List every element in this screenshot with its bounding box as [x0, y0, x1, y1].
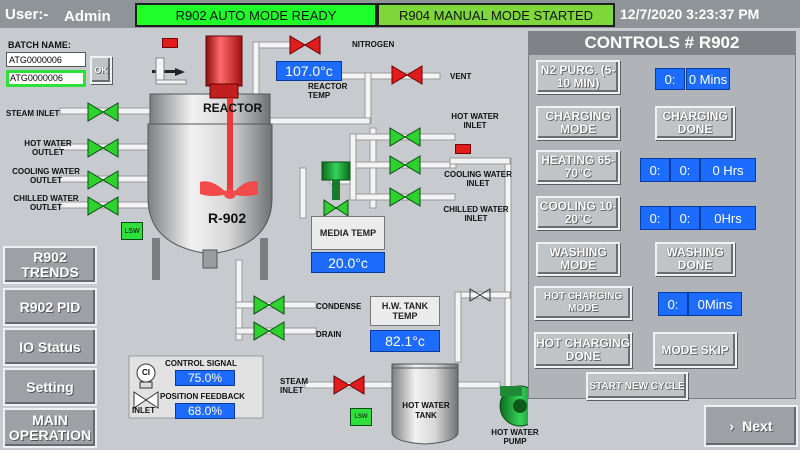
datetime: 12/7/2020 3:23:37 PM: [620, 6, 760, 22]
ci-label: CI: [142, 368, 150, 377]
batch-name-input[interactable]: ATG0000006: [6, 52, 86, 67]
hot-water-inlet-label: HOT WATER INLET: [451, 112, 499, 130]
alarm-tag: [455, 144, 471, 154]
batch-ok-button[interactable]: OK: [90, 56, 112, 84]
next-button[interactable]: › Next: [704, 405, 798, 447]
chilled-water-outlet-label: CHILLED WATER OUTLET: [13, 194, 79, 212]
cooling-timer-m: 0:: [670, 206, 700, 230]
control-signal-value: 75.0%: [175, 370, 235, 386]
hw-tank-temp-value: 82.1°c: [370, 330, 440, 352]
hot-charging-timer-min: 0:: [658, 292, 688, 316]
nav-setting[interactable]: Setting: [3, 368, 97, 406]
steam-inlet-left-label: STEAM INLET: [6, 109, 60, 118]
cooling-water-inlet-label: COOLING WATER INLET: [444, 170, 512, 188]
nav-main-operation[interactable]: MAIN OPERATION: [3, 408, 97, 448]
next-label: Next: [742, 417, 773, 434]
charging-mode-button[interactable]: CHARGING MODE: [536, 106, 620, 140]
steam-inlet-bottom-label: STEAM INLET: [280, 377, 308, 395]
lsw-indicator-reactor: LSW: [121, 222, 143, 240]
condensate-label: CONDENSE: [316, 302, 362, 311]
nav-r902-trends[interactable]: R902 TRENDS: [3, 246, 97, 284]
heating-button[interactable]: HEATING 65-70°C: [536, 150, 620, 184]
position-feedback-label: POSITION FEEDBACK: [160, 392, 245, 401]
control-signal-label: CONTROL SIGNAL: [165, 359, 237, 368]
reactor-title: REACTOR: [203, 101, 263, 115]
user-name: Admin: [64, 8, 111, 25]
inlet-label: INLET: [132, 406, 156, 415]
position-feedback-value: 68.0%: [175, 403, 235, 419]
heating-timer-h: 0:: [640, 158, 670, 182]
reactor-temp-label: REACTOR TEMP: [308, 82, 348, 100]
batch-label: BATCH NAME:: [8, 40, 71, 50]
cooling-button[interactable]: COOLING 10-20°C: [536, 196, 620, 230]
status-r904: R904 MANUAL MODE STARTED: [377, 3, 615, 27]
hot-charging-timer-value: 0Mins: [688, 292, 742, 316]
n2-timer-value: 0 Mins: [686, 68, 730, 90]
cooling-water-outlet-label: COOLING WATER OUTLET: [12, 167, 80, 185]
hw-tank-temp-label: H.W. TANK TEMP: [370, 296, 440, 326]
batch-name-active[interactable]: ATG0000006: [6, 70, 86, 87]
heating-timer-m: 0:: [670, 158, 700, 182]
start-new-cycle-button[interactable]: START NEW CYCLE: [586, 372, 688, 400]
reactor-name: R-902: [208, 210, 247, 226]
drain-label: DRAIN: [316, 330, 342, 339]
nav-r902-pid[interactable]: R902 PID: [3, 288, 97, 326]
process-diagram: [59, 35, 528, 445]
cooling-timer-h: 0:: [640, 206, 670, 230]
media-temp-value: 20.0°c: [311, 252, 385, 273]
hot-charging-mode-button[interactable]: HOT CHARGING MODE: [534, 286, 632, 320]
hot-water-tank-label: HOT WATER TANK: [402, 401, 450, 420]
media-temp-label: MEDIA TEMP: [311, 216, 385, 250]
washing-mode-button[interactable]: WASHING MODE: [536, 242, 620, 276]
nitrogen-label: NITROGEN: [352, 40, 395, 49]
user-label: User:-: [5, 6, 49, 23]
heating-timer-value: 0 Hrs: [700, 158, 756, 182]
n2-timer-min: 0:: [655, 68, 685, 90]
charging-done-button[interactable]: CHARGING DONE: [655, 106, 735, 140]
hot-water-outlet-label: HOT WATER OUTLET: [24, 139, 72, 157]
status-r902: R902 AUTO MODE READY: [135, 3, 377, 27]
n2-purge-button[interactable]: N2 PURG. (5-10 MIN): [536, 60, 620, 94]
hot-water-pump-label: HOT WATER PUMP: [491, 428, 539, 446]
alarm-tag: [162, 38, 178, 48]
controls-title: CONTROLS # R902: [528, 31, 796, 55]
lsw-indicator-tank: LSW: [350, 408, 372, 426]
hot-charging-done-button[interactable]: HOT CHARGING DONE: [534, 332, 632, 368]
chevron-right-icon: ›: [729, 417, 735, 434]
mode-skip-button[interactable]: MODE SKIP: [653, 332, 737, 368]
vent-label: VENT: [450, 72, 472, 81]
washing-done-button[interactable]: WASHING DONE: [655, 242, 735, 276]
cooling-timer-value: 0Hrs: [700, 206, 756, 230]
nav-io-status[interactable]: IO Status: [3, 328, 97, 366]
chilled-water-inlet-label: CHILLED WATER INLET: [443, 205, 509, 223]
reactor-temp-value: 107.0°c: [276, 61, 342, 81]
